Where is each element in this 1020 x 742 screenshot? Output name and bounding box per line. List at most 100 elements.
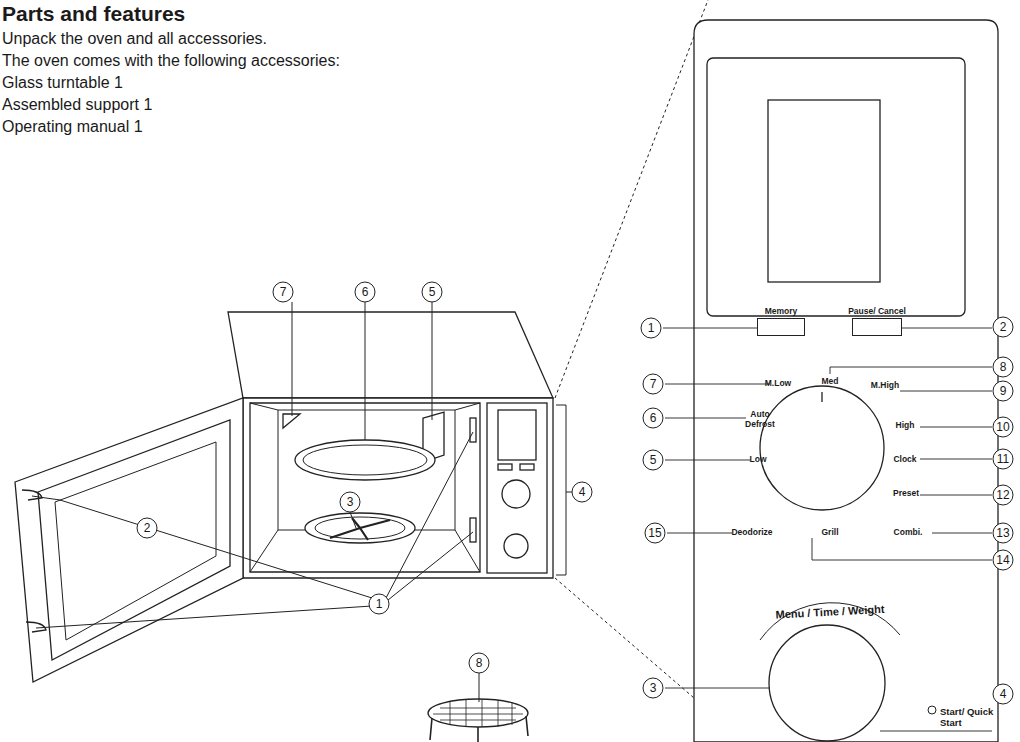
dial <box>502 480 530 508</box>
callout-number: 1 <box>369 594 390 615</box>
dial-label: M.Low <box>755 379 801 389</box>
dial-label: Deodorize <box>729 528 775 538</box>
dial-label: Grill <box>807 528 853 538</box>
callout-number: 7 <box>643 374 664 395</box>
callout-number: 5 <box>422 282 443 303</box>
leader-line <box>900 391 992 392</box>
callout-number: 2 <box>993 317 1014 338</box>
button-label: Start/ Quick Start <box>940 707 1010 729</box>
leader-line <box>32 496 372 598</box>
callout-number: 15 <box>645 523 666 544</box>
accessory-item: Operating manual 1 <box>2 118 143 136</box>
control-panel <box>487 403 547 573</box>
leader-line <box>432 302 433 420</box>
knob-arc <box>760 603 900 640</box>
leader-line <box>292 302 293 416</box>
button <box>498 464 512 470</box>
leader-line <box>830 367 992 374</box>
grill-rack <box>428 699 528 727</box>
leader-line <box>479 673 480 702</box>
callout-number: 3 <box>340 492 361 513</box>
leader-line <box>812 538 992 560</box>
panel-button: Memory <box>757 318 805 336</box>
callout-number: 6 <box>643 408 664 429</box>
start-icon <box>928 706 936 714</box>
dial-label: Auto Defrost <box>737 410 783 430</box>
door-latch <box>26 622 46 632</box>
leader-line <box>665 688 770 689</box>
callout-number: 10 <box>993 417 1014 438</box>
callout-number: 7 <box>273 282 294 303</box>
leader-line <box>902 328 992 329</box>
leader-line <box>663 328 757 329</box>
callout-number: 6 <box>355 282 376 303</box>
callout-number: 9 <box>993 381 1014 402</box>
dial-label: Clock <box>882 455 928 465</box>
leader-line <box>880 731 992 732</box>
title: Parts and features <box>2 2 185 26</box>
glass-turntable <box>295 440 435 480</box>
leader-line <box>667 533 732 534</box>
accessory-item: Glass turntable 1 <box>2 74 123 92</box>
knob <box>504 534 528 558</box>
display <box>498 410 536 460</box>
button <box>520 464 534 470</box>
callout-number: 5 <box>643 450 664 471</box>
rack-grid <box>433 699 523 727</box>
leader-line <box>920 459 992 460</box>
intro-text: Unpack the oven and all accessories. <box>2 30 267 48</box>
panel-detail <box>694 20 998 742</box>
intro-text: The oven comes with the following access… <box>2 52 340 70</box>
button-label: Pause/ Cancel <box>847 307 907 316</box>
zoom-line <box>555 0 708 398</box>
door-frame <box>38 420 230 660</box>
bracket <box>556 405 566 575</box>
callout-number: 14 <box>993 550 1014 571</box>
callout-number: 1 <box>641 318 662 339</box>
dial-label: High <box>882 421 928 431</box>
callout-number: 4 <box>572 482 593 503</box>
dial-label: Combi. <box>885 528 931 538</box>
oven-front <box>243 398 553 578</box>
leader-line <box>386 432 473 598</box>
leader-line <box>920 495 992 496</box>
dial-label: Med <box>807 377 853 387</box>
door-latch <box>22 490 42 500</box>
panel-leaders <box>663 328 992 731</box>
dial-label: Low <box>735 455 781 465</box>
cavity-edge <box>250 403 278 410</box>
rack-leg <box>430 716 528 742</box>
leader-line <box>365 302 366 440</box>
leader-line <box>388 532 473 600</box>
leader-line <box>920 427 992 428</box>
roller-ring <box>315 517 405 539</box>
latch-slot <box>470 418 476 442</box>
button-label: Memory <box>751 307 811 316</box>
roller-support <box>330 518 390 540</box>
glass-turntable <box>303 445 427 475</box>
callout-number: 8 <box>993 357 1014 378</box>
cavity-back <box>278 410 455 530</box>
leader-line <box>665 460 750 461</box>
light-cover <box>283 414 300 428</box>
latch-slot <box>470 518 476 542</box>
callout-number: 8 <box>469 653 490 674</box>
leader-line <box>665 384 770 385</box>
callout-number: 2 <box>137 518 158 539</box>
oven <box>15 312 553 742</box>
leader-line <box>665 418 746 419</box>
power-dial <box>760 386 884 510</box>
callout-number: 3 <box>643 678 664 699</box>
dial-pointer <box>821 392 822 402</box>
door <box>15 398 243 682</box>
leader-line <box>36 606 372 628</box>
dial-label: M.High <box>862 381 908 391</box>
cavity-edge <box>455 403 480 410</box>
leader-line <box>932 533 992 534</box>
display-screen <box>768 100 880 282</box>
oven-top <box>228 312 553 398</box>
menu-knob <box>769 625 885 741</box>
callout-number: 13 <box>993 523 1014 544</box>
